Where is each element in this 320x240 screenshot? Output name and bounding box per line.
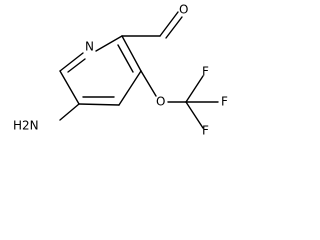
bond-c2-c3-inner [117, 44, 134, 73]
bond-cf3-f-bottom [185, 101, 204, 129]
atom-label-amine: H2N [13, 119, 39, 133]
atom-label-ring-nitrogen: N [85, 40, 94, 54]
bond-c3-c4 [118, 70, 142, 106]
atom-label-fluorine-bottom: F [202, 124, 209, 138]
bond-c5-c6 [59, 70, 80, 105]
atom-label-ether-oxygen: O [156, 95, 165, 109]
molecule-structure: N O O H2N F F F [13, 3, 228, 138]
bond-cho-o-inner [165, 16, 183, 39]
bond-n1-c2 [95, 35, 123, 52]
bond-cf3-f-top [185, 75, 204, 103]
atom-label-fluorine-top: F [202, 65, 209, 79]
bond-c2-c3 [121, 35, 142, 72]
bond-c4-c5 [78, 103, 120, 106]
atom-label-fluorine-right: F [221, 95, 228, 109]
bond-c6-n1 [59, 52, 84, 72]
bond-c6-n1-inner [67, 58, 86, 73]
bond-cho-o [159, 11, 179, 37]
bond-c3-o [140, 70, 157, 97]
bond-c5-nh2 [59, 103, 80, 121]
atom-label-aldehyde-oxygen: O [179, 3, 188, 17]
